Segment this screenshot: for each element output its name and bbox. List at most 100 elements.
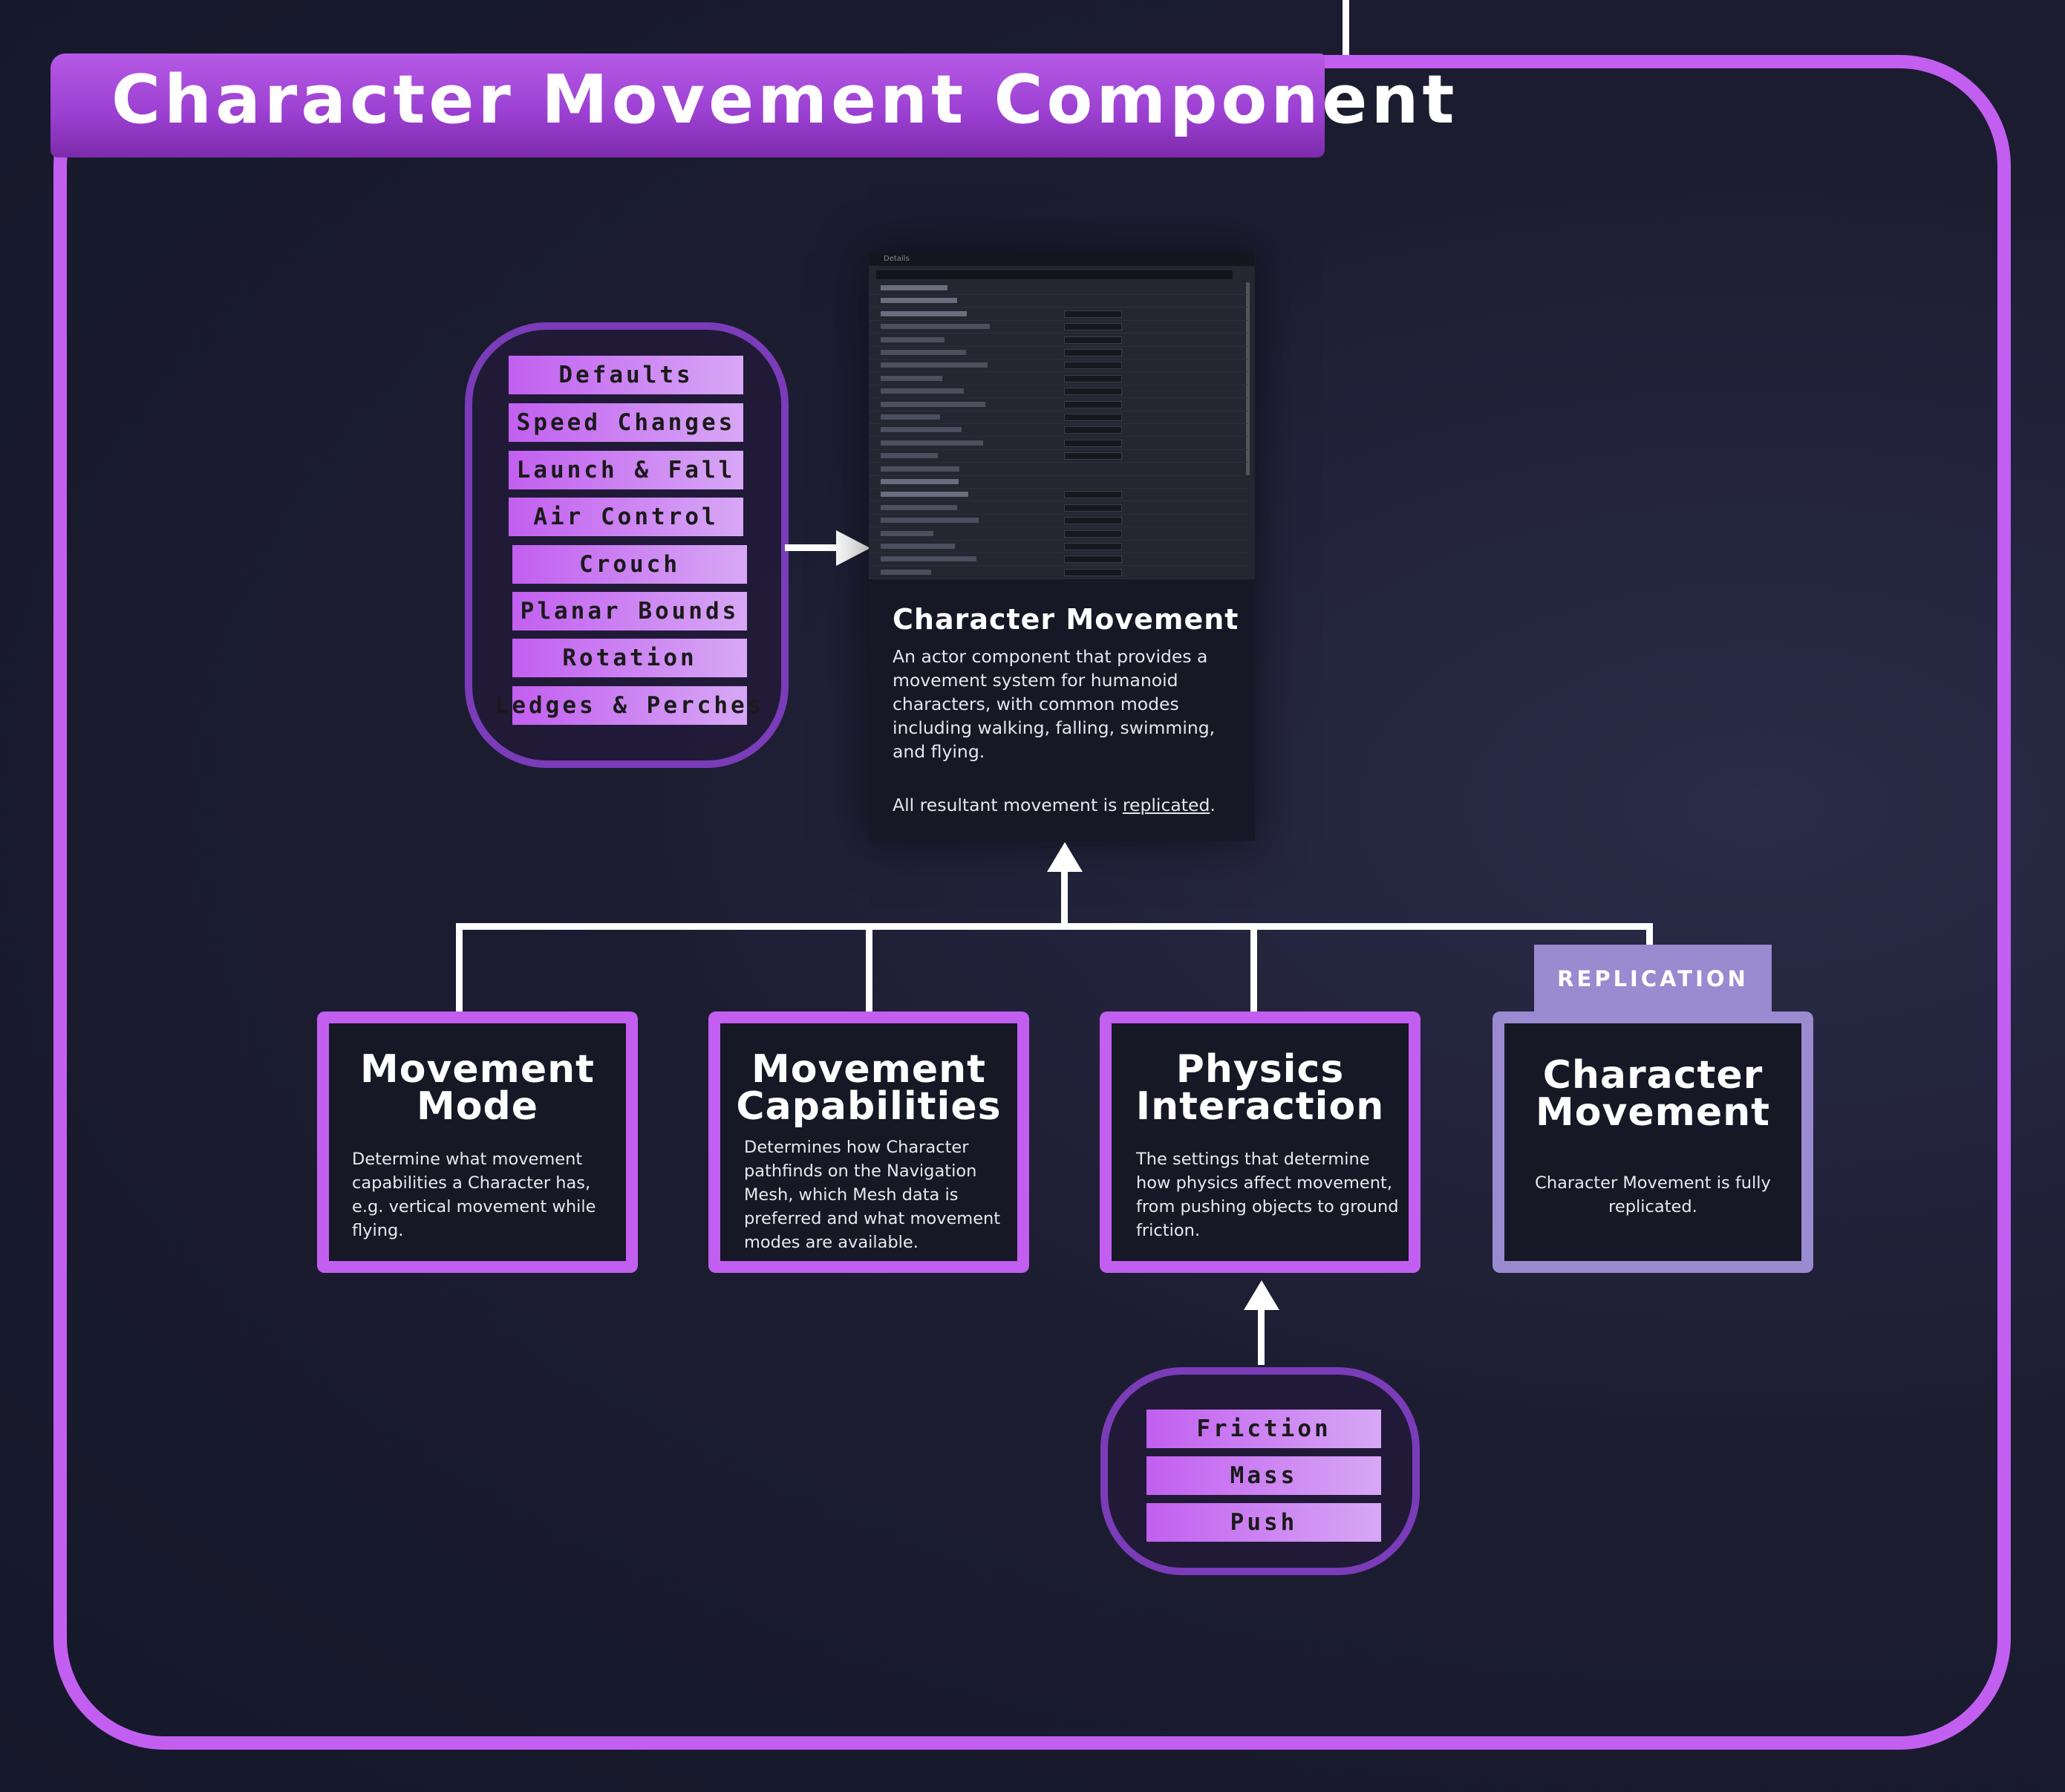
card-movement-mode-title: Movement Mode: [329, 1047, 626, 1129]
card-physics-interaction-description: The settings that determine how physics …: [1136, 1150, 1399, 1240]
details-row-label: [881, 414, 940, 420]
physics-tag-mass: Mass: [1146, 1456, 1381, 1495]
feature-tag-ledges-perches: Ledges & Perches: [495, 686, 761, 725]
details-row: [869, 424, 1247, 437]
feature-tag-crouch: Crouch: [512, 545, 747, 584]
card-movement-mode: [317, 1011, 638, 1273]
details-row: [869, 308, 1247, 321]
details-row-value: [1064, 452, 1122, 460]
panel-title: Character Movement: [893, 603, 1239, 636]
details-row: [869, 359, 1247, 373]
details-search-input: [876, 270, 1233, 279]
details-row: [869, 450, 1247, 463]
panel-description: An actor component that provides a movem…: [893, 646, 1216, 762]
replication-tab: REPLICATION: [1534, 945, 1772, 1013]
details-row-value: [1064, 388, 1122, 396]
details-row-label: [881, 375, 942, 381]
card-movement-capabilities-title: Movement Capabilities: [720, 1047, 1017, 1126]
details-row: [869, 502, 1247, 515]
card-movement-mode-title-line1: Movement: [360, 1047, 595, 1092]
details-row-value: [1064, 504, 1122, 512]
connector-physics-interaction: [1250, 923, 1257, 1012]
feature-tag-launch-fall: Launch & Fall: [509, 451, 743, 489]
details-row-value: [1064, 555, 1122, 564]
card-movement-capabilities-title-line1: Movement: [751, 1047, 986, 1092]
details-row-label: [881, 324, 990, 330]
details-row-label: [881, 453, 938, 459]
details-tab-bar: Details: [869, 252, 1255, 266]
details-row: [869, 399, 1247, 411]
details-row-label: [881, 479, 959, 484]
details-row-label: [881, 440, 983, 446]
details-row-value: [1064, 310, 1122, 318]
details-row-label: [881, 504, 957, 510]
details-row: [869, 282, 1247, 295]
card-physics-interaction: [1100, 1011, 1420, 1273]
card-movement-mode-description: Determine what movement capabilities a C…: [352, 1150, 596, 1240]
card-character-movement-title-line1: Character: [1542, 1053, 1764, 1098]
details-row-label: [881, 530, 933, 536]
details-row-label: [881, 518, 979, 524]
details-row: [869, 411, 1247, 424]
diagram-title: Character Movement Component: [111, 61, 1458, 139]
details-row-value: [1064, 426, 1122, 434]
features-arrow-head-icon: [836, 530, 870, 566]
details-row-label: [881, 285, 947, 290]
card-physics-interaction-title-line2: Interaction: [1135, 1084, 1385, 1129]
title-tab: [50, 53, 1325, 157]
details-row: [869, 515, 1247, 528]
details-row: [869, 541, 1247, 553]
details-row-label: [881, 492, 968, 498]
details-row-value: [1064, 517, 1122, 525]
panel-note: All resultant movement is replicated.: [893, 793, 1242, 817]
physics-connector-stem: [1258, 1307, 1265, 1365]
details-row-label: [881, 556, 976, 562]
panel-connector-stem: [1061, 869, 1068, 930]
details-row-label: [881, 401, 985, 407]
panel-note-suffix: .: [1210, 795, 1216, 815]
panel-arrow-head-icon: [1047, 842, 1083, 872]
card-character-movement-title: Character Movement: [1504, 1053, 1801, 1132]
details-row-label: [881, 427, 962, 433]
details-row-value: [1064, 568, 1122, 576]
feature-tag-defaults: Defaults: [509, 356, 743, 394]
details-row: [869, 528, 1247, 541]
details-row-value: [1064, 439, 1122, 447]
details-row-label: [881, 388, 964, 394]
card-movement-capabilities-description: Determines how Character pathfinds on th…: [744, 1138, 1001, 1252]
details-row: [869, 334, 1247, 347]
details-row-value: [1064, 323, 1122, 331]
details-row-label: [881, 298, 957, 304]
details-row-value: [1064, 491, 1122, 499]
cards-connector-bus: [456, 923, 1653, 930]
card-physics-interaction-title: Physics Interaction: [1112, 1050, 1409, 1129]
details-row-label: [881, 466, 959, 472]
panel-note-prefix: All resultant movement is: [893, 795, 1123, 815]
details-row-label: [881, 362, 988, 368]
replicated-link[interactable]: replicated: [1122, 795, 1210, 815]
details-row: [869, 385, 1247, 399]
details-row-value: [1064, 336, 1122, 344]
details-row-value: [1064, 543, 1122, 550]
details-row-label: [881, 544, 955, 549]
features-arrow-shaft: [785, 544, 840, 551]
details-row-value: [1064, 374, 1122, 382]
card-character-movement: [1493, 1011, 1813, 1273]
feature-tag-rotation: Rotation: [512, 639, 747, 677]
details-row-value: [1064, 362, 1122, 370]
details-row-value: [1064, 400, 1122, 408]
details-row-label: [881, 350, 966, 355]
details-row: [869, 347, 1247, 359]
feature-tag-speed-changes: Speed Changes: [509, 403, 743, 442]
card-movement-mode-title-line2: Mode: [417, 1084, 538, 1129]
feature-tag-planar-bounds: Planar Bounds: [512, 592, 747, 631]
details-row-value: [1064, 530, 1122, 538]
details-row: [869, 295, 1247, 308]
details-row: [869, 476, 1247, 489]
details-row-label: [881, 569, 931, 575]
card-character-movement-description: Character Movement is fully replicated.: [1535, 1173, 1771, 1216]
details-row: [869, 553, 1247, 567]
details-row: [869, 321, 1247, 334]
connector-movement-mode: [456, 923, 463, 1012]
